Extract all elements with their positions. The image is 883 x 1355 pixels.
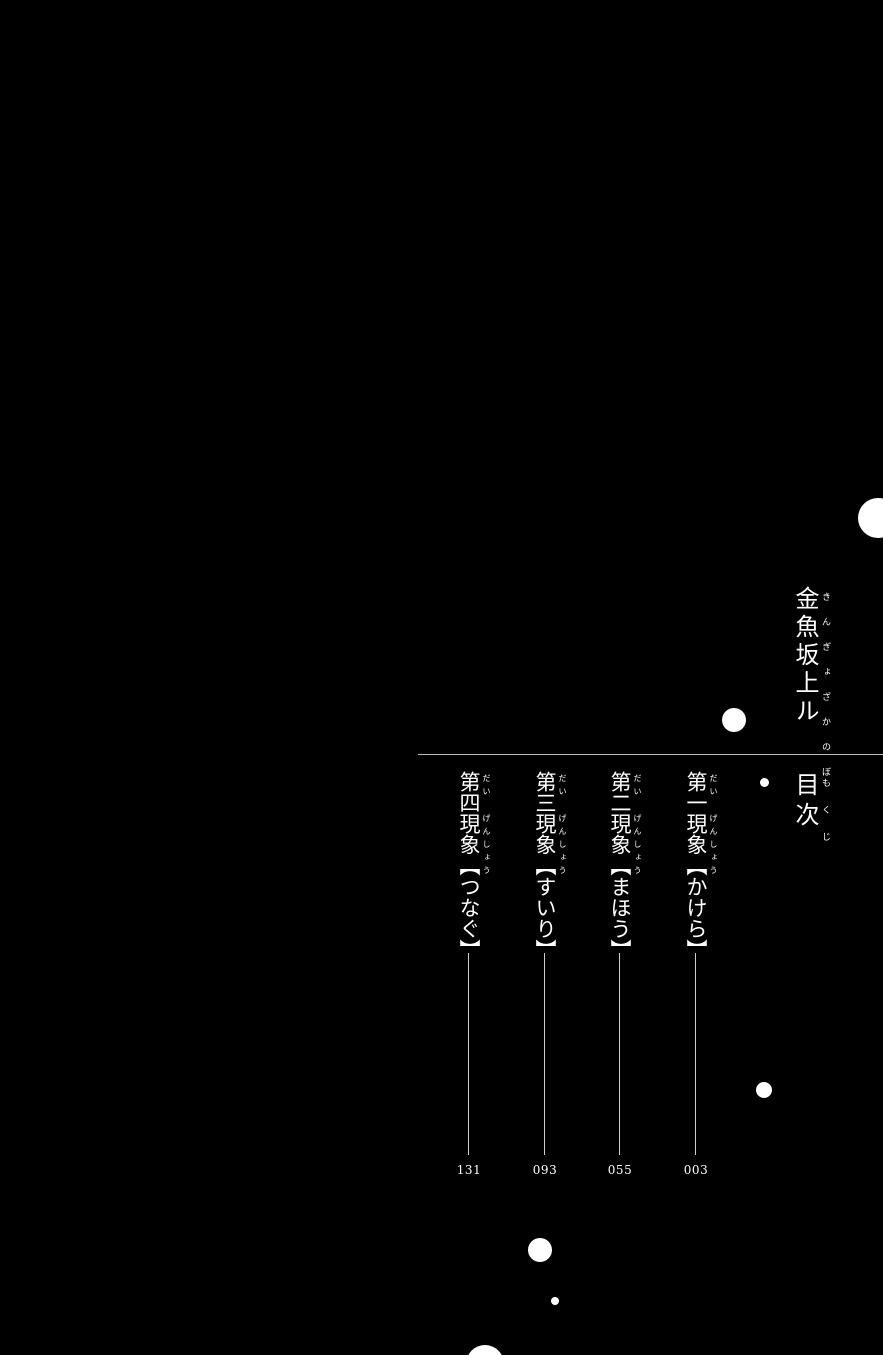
chapter-entry-3[interactable]: 第三現象【すいり】 だい げんしょう 093 [533, 771, 578, 1181]
bubble-decoration [528, 1238, 552, 1262]
bubble-decoration [551, 1297, 559, 1305]
chapter-ruby: だい げんしょう [482, 774, 491, 879]
chapter-title: 第四現象【つなぐ】 [457, 771, 481, 960]
chapter-page-number: 093 [532, 1163, 558, 1177]
toc-heading: 目次 [791, 772, 819, 832]
chapter-page-number: 131 [456, 1163, 482, 1177]
leader-line [544, 953, 545, 1155]
chapter-title: 第三現象【すいり】 [533, 771, 557, 960]
bubble-decoration [858, 498, 883, 538]
chapter-title: 第一現象【かけら】 [684, 771, 708, 960]
chapter-title: 第二現象【まほう】 [608, 771, 632, 960]
chapter-entry-2[interactable]: 第二現象【まほう】 だい げんしょう 055 [608, 771, 653, 1181]
chapter-page-number: 003 [683, 1163, 709, 1177]
leader-line [468, 953, 469, 1155]
chapter-entry-4[interactable]: 第四現象【つなぐ】 だい げんしょう 131 [457, 771, 502, 1181]
chapter-ruby: だい げんしょう [558, 774, 567, 879]
book-title: 金魚坂上ル [791, 586, 819, 726]
bubble-decoration [756, 1082, 772, 1098]
chapter-ruby: だい げんしょう [633, 774, 642, 879]
chapter-page-number: 055 [607, 1163, 633, 1177]
toc-heading-ruby: もくじ [820, 778, 830, 859]
bubble-decoration [722, 708, 746, 732]
bubble-decoration [760, 778, 769, 787]
leader-line [619, 953, 620, 1155]
bubble-decoration [466, 1345, 504, 1355]
chapter-entry-1[interactable]: 第一現象【かけら】 だい げんしょう 003 [684, 771, 729, 1181]
leader-line [695, 953, 696, 1155]
book-title-ruby: きんぎょざかのぼ [820, 592, 830, 792]
chapter-ruby: だい げんしょう [709, 774, 718, 879]
divider-rule [418, 754, 883, 755]
